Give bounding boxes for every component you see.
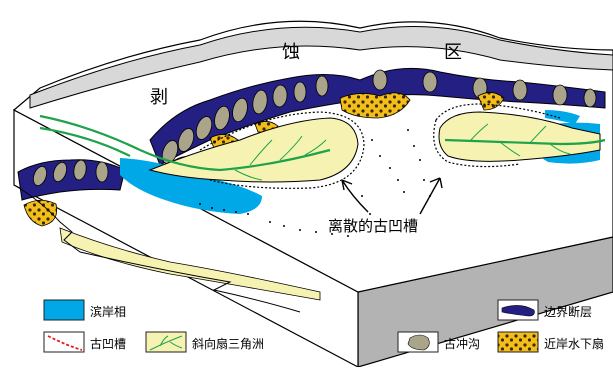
legend-text-coastal: 滨岸相: [90, 303, 126, 320]
label-bo: 剥: [150, 83, 168, 109]
label-qu: 区: [444, 38, 462, 64]
legend-text-paleo-trough: 古凹槽: [90, 335, 126, 352]
annotation-discrete-troughs: 离散的古凹槽: [328, 215, 418, 236]
legend-swatch-nearshore-fan: [498, 332, 538, 352]
legend-text-fan-delta: 斜向扇三角洲: [192, 335, 264, 352]
label-shi: 蚀: [282, 38, 300, 64]
legend-text-nearshore-fan: 近岸水下扇: [544, 335, 604, 352]
legend-text-paleo-channel: 古冲沟: [444, 335, 480, 352]
legend-text-boundary-fault: 边界断层: [544, 303, 592, 320]
legend-swatch-coastal: [44, 300, 84, 320]
